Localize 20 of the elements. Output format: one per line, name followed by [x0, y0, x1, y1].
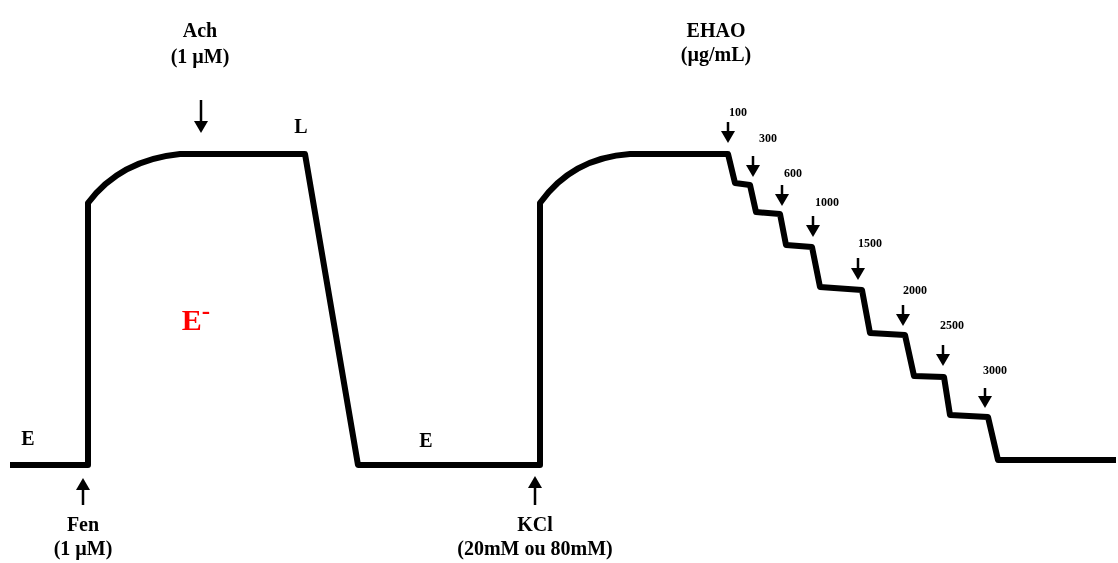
annotation-label: (µg/mL) — [680, 44, 752, 64]
phase-label: L — [294, 116, 308, 136]
dose-label: 100 — [729, 106, 747, 118]
phase-label: E — [21, 428, 35, 448]
dose-label: 2000 — [903, 284, 927, 296]
annotation-label: Ach — [182, 20, 218, 40]
dose-label: 300 — [759, 132, 777, 144]
dose-label: 1500 — [858, 237, 882, 249]
dose-label: 600 — [784, 167, 802, 179]
annotation-label: EHAO — [686, 20, 746, 40]
annotation-label: KCl — [517, 514, 553, 534]
dose-label: 2500 — [940, 319, 964, 331]
phase-label: E — [419, 430, 433, 450]
annotation-label: Fen — [66, 514, 100, 534]
annotation-label: (1 µM) — [170, 46, 230, 66]
dose-label: 3000 — [983, 364, 1007, 376]
annotation-label: (20mM ou 80mM) — [457, 538, 613, 558]
annotation-label: (1 µM) — [53, 538, 113, 558]
region-label: E$^{-}$ — [181, 298, 211, 335]
dose-label: 1000 — [815, 196, 839, 208]
